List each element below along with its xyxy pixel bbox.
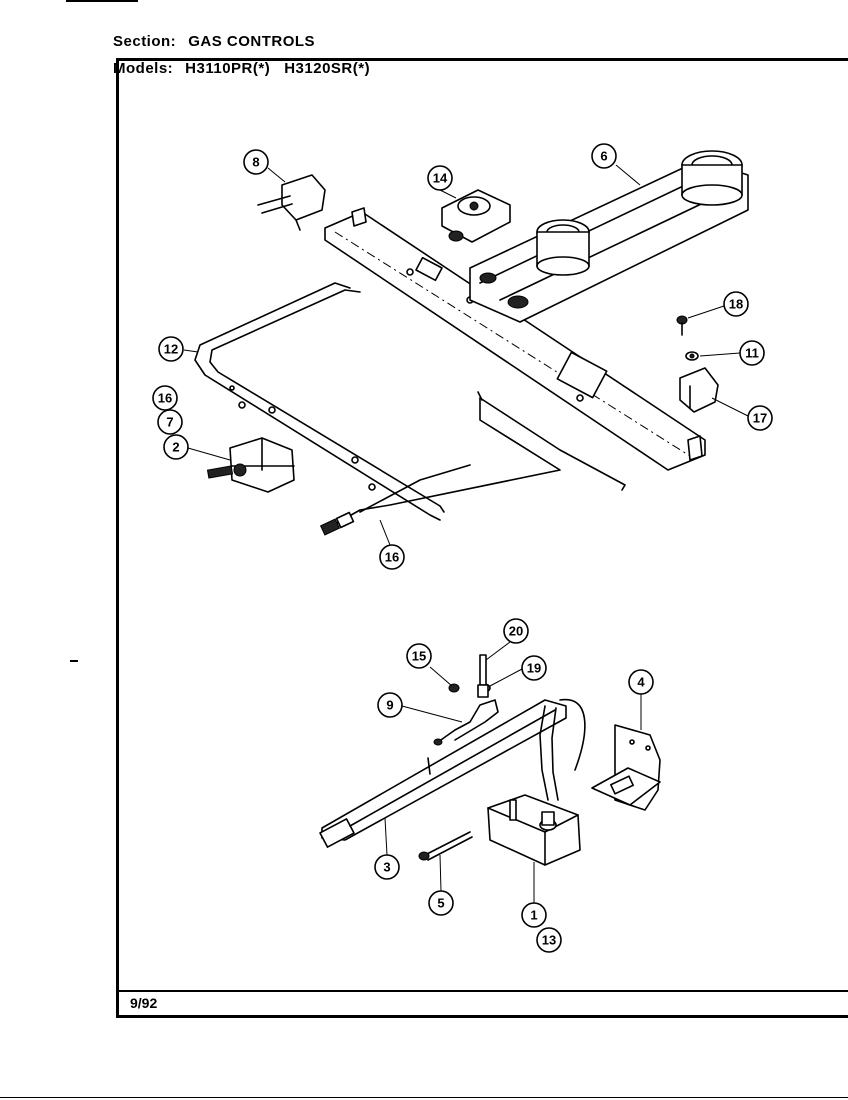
callout-2: 2	[163, 434, 231, 461]
callout-6: 6	[591, 143, 641, 186]
part-1-thermostat	[487, 794, 581, 866]
capillary-tube	[539, 698, 586, 801]
part-9-clip	[433, 699, 499, 746]
callout-9: 9	[377, 692, 463, 723]
part-12-tubing	[194, 282, 445, 521]
callout-11: 11	[699, 340, 765, 366]
callout-5-label: 5	[437, 896, 444, 911]
part-8-switch	[257, 174, 326, 231]
callout-7-label: 7	[166, 415, 173, 430]
callout-7: 7	[157, 409, 183, 435]
callout-16-lower: 16	[379, 519, 405, 570]
part-16-thermocouple	[319, 391, 626, 536]
burner-assembly	[469, 150, 749, 323]
top-edge-mark	[66, 0, 138, 2]
part-5-screw	[418, 831, 473, 861]
part-20-igniter	[477, 654, 489, 698]
callout-20-label: 20	[509, 624, 523, 639]
callout-12: 12	[158, 336, 199, 362]
callout-11-label: 11	[745, 346, 759, 361]
part-2-valve	[206, 437, 295, 493]
callout-8: 8	[243, 149, 286, 183]
callout-13: 13	[536, 927, 562, 953]
section-line: Section: GAS CONTROLS	[113, 33, 329, 50]
callout-15-label: 15	[412, 649, 426, 664]
section-value: GAS CONTROLS	[188, 33, 316, 50]
part-17-bracket	[679, 367, 719, 413]
callout-16-lower-label: 16	[385, 550, 399, 565]
callout-1: 1	[521, 862, 547, 928]
models-line: Models: H3110PR(*) H3120SR(*)	[113, 60, 384, 77]
section-label: Section:	[113, 33, 177, 50]
callout-1-label: 1	[530, 908, 537, 923]
callout-16-upper-label: 16	[158, 391, 172, 406]
callout-5: 5	[428, 854, 454, 916]
callout-6-label: 6	[600, 149, 607, 164]
callout-14: 14	[427, 165, 457, 199]
part-11-nut	[685, 351, 699, 361]
callout-2-label: 2	[172, 440, 179, 455]
model-2: H3120SR(*)	[284, 60, 371, 77]
callout-18: 18	[687, 291, 749, 319]
callout-20: 20	[485, 618, 529, 661]
callout-3-label: 3	[383, 860, 390, 875]
part-14-regulator	[441, 189, 511, 243]
part-4-bracket	[591, 724, 661, 811]
callout-4: 4	[628, 669, 654, 730]
callout-17-label: 17	[753, 411, 767, 426]
callout-15: 15	[406, 643, 453, 687]
callout-8-label: 8	[252, 155, 259, 170]
callout-18-label: 18	[729, 297, 743, 312]
footer-date: 9/92	[130, 995, 158, 1011]
callout-19: 19	[489, 655, 547, 687]
callout-12-label: 12	[164, 342, 178, 357]
callout-16-upper: 16	[152, 385, 178, 411]
part-3-bracket	[319, 699, 567, 848]
callout-17: 17	[711, 397, 773, 431]
manifold-bracket	[324, 207, 706, 471]
model-1: H3110PR(*)	[185, 60, 271, 77]
callout-9-label: 9	[386, 698, 393, 713]
margin-dash	[70, 660, 78, 662]
bottom-rule	[0, 1097, 848, 1098]
callout-19-label: 19	[527, 661, 541, 676]
callout-3: 3	[374, 817, 400, 880]
part-18-screw	[676, 315, 688, 336]
diagram-frame	[116, 58, 848, 1018]
callout-14-label: 14	[433, 171, 448, 186]
models-label: Models:	[113, 60, 174, 77]
callout-13-label: 13	[542, 933, 556, 948]
callout-4-label: 4	[637, 675, 645, 690]
footer-rule	[116, 990, 848, 992]
